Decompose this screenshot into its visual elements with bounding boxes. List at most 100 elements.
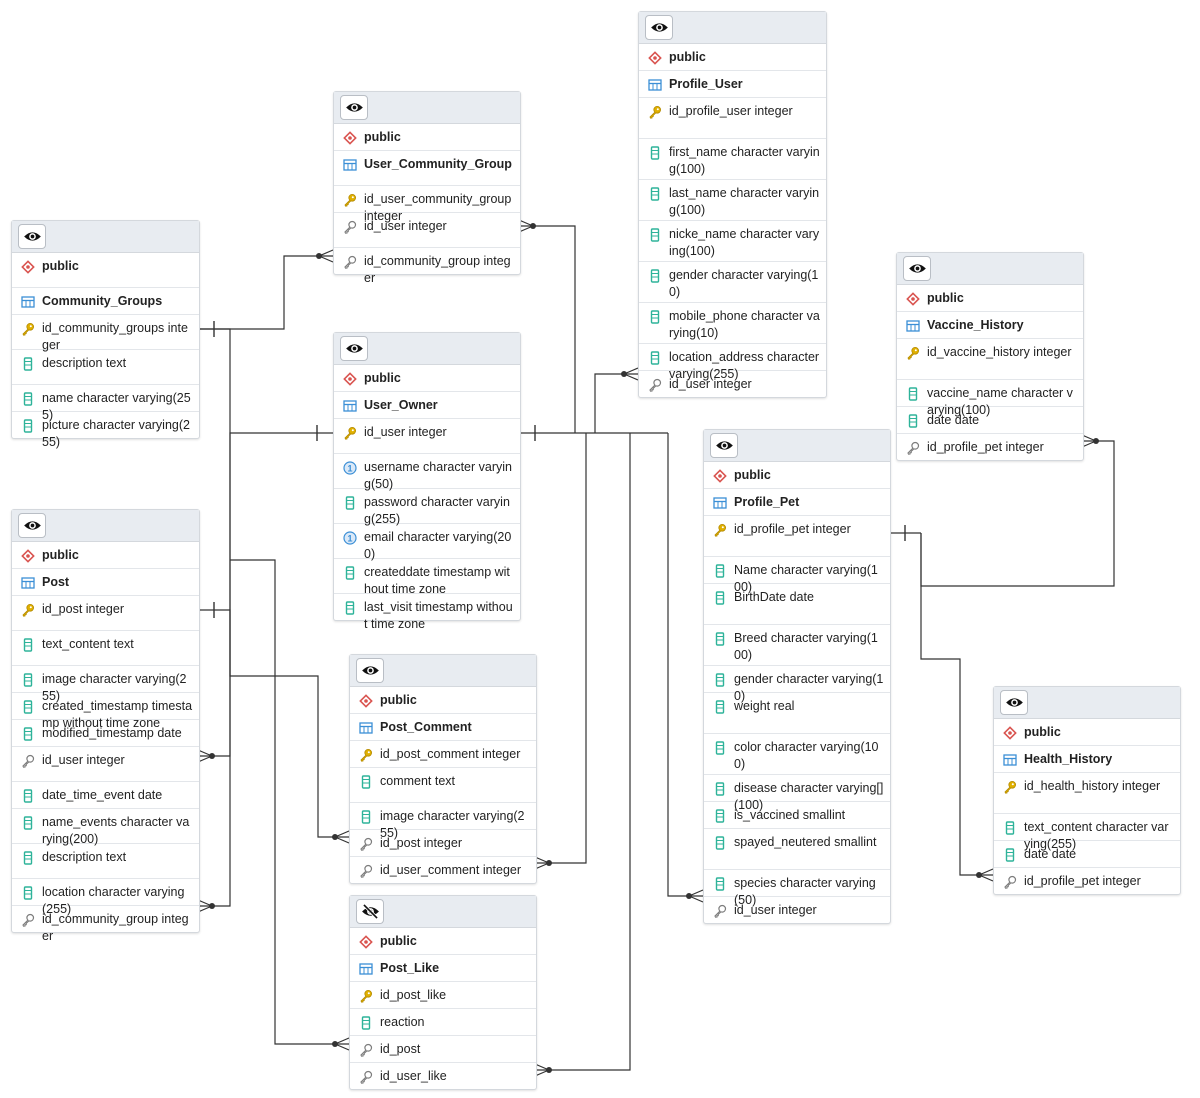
column-row[interactable]: BirthDate date — [704, 584, 890, 625]
eye-icon[interactable] — [18, 224, 46, 249]
table-name[interactable]: Community_Groups — [12, 288, 199, 315]
schema-label[interactable]: public — [334, 124, 520, 151]
column-row[interactable]: first_name character varying(100) — [639, 139, 826, 180]
column-row[interactable]: last_visit timestamp without time zone — [334, 594, 520, 631]
column-row[interactable]: id_community_groups integer — [12, 315, 199, 352]
schema-label[interactable]: public — [994, 719, 1180, 746]
column-row[interactable]: id_user_like — [350, 1063, 536, 1089]
column-row[interactable]: createddate timestamp without time zone — [334, 559, 520, 596]
eye-icon[interactable] — [356, 658, 384, 683]
schema-label[interactable]: public — [897, 285, 1083, 312]
column-row[interactable]: weight real — [704, 693, 890, 734]
schema-label[interactable]: public — [639, 44, 826, 71]
column-row[interactable]: image character varying(255) — [12, 666, 199, 703]
schema-label[interactable]: public — [334, 365, 520, 392]
table-name[interactable]: Post_Like — [350, 955, 536, 982]
column-row[interactable]: date date — [897, 407, 1083, 434]
column-row[interactable]: location_address character varying(255) — [639, 344, 826, 381]
column-row[interactable]: vaccine_name character varying(100) — [897, 380, 1083, 417]
column-row[interactable]: text_content character varying(255) — [994, 814, 1180, 851]
column-row[interactable]: id_profile_pet integer — [994, 868, 1180, 894]
table-name[interactable]: Post — [12, 569, 199, 596]
column-row[interactable]: name character varying(255) — [12, 385, 199, 422]
table-name[interactable]: User_Owner — [334, 392, 520, 419]
column-row[interactable]: Name character varying(100) — [704, 557, 890, 594]
eye-icon[interactable] — [710, 433, 738, 458]
column-row[interactable]: id_community_group integer — [12, 906, 199, 943]
column-row[interactable]: id_user_comment integer — [350, 857, 536, 883]
eye-icon[interactable] — [645, 15, 673, 40]
schema-label[interactable]: public — [704, 462, 890, 489]
column-row[interactable]: created_timestamp timestamp without time… — [12, 693, 199, 730]
column-row[interactable]: date_time_event date — [12, 782, 199, 809]
column-row[interactable]: color character varying(100) — [704, 734, 890, 775]
table-name[interactable]: Profile_Pet — [704, 489, 890, 516]
column-row[interactable]: id_community_group integer — [334, 248, 520, 285]
column-row[interactable]: last_name character varying(100) — [639, 180, 826, 221]
column-row[interactable]: description text — [12, 350, 199, 385]
column-row[interactable]: id_profile_pet integer — [704, 516, 890, 557]
column-row[interactable]: gender character varying(10) — [704, 666, 890, 703]
column-row[interactable]: location character varying(255) — [12, 879, 199, 916]
column-row[interactable]: id_post integer — [12, 596, 199, 631]
eye-icon[interactable] — [340, 336, 368, 361]
table-name[interactable]: Post_Comment — [350, 714, 536, 741]
eye-icon[interactable] — [1000, 690, 1028, 715]
column-row[interactable]: picture character varying(255) — [12, 412, 199, 449]
column-row[interactable]: modified_timestamp date — [12, 720, 199, 747]
column-row[interactable]: gender character varying(10) — [639, 262, 826, 303]
table-name[interactable]: Profile_User — [639, 71, 826, 98]
column-row[interactable]: id_user integer — [704, 897, 890, 923]
column-row[interactable]: id_vaccine_history integer — [897, 339, 1083, 380]
column-row[interactable]: id_user integer — [12, 747, 199, 782]
eye-slash-icon[interactable] — [356, 899, 384, 924]
column-row[interactable]: id_user_community_group integer — [334, 186, 520, 223]
column-row[interactable]: Breed character varying(100) — [704, 625, 890, 666]
column-row[interactable]: description text — [12, 844, 199, 879]
eye-icon[interactable] — [903, 256, 931, 281]
column-row[interactable]: is_vaccined smallint — [704, 802, 890, 829]
eye-icon[interactable] — [18, 513, 46, 538]
column-row[interactable]: password character varying(255) — [334, 489, 520, 526]
column-row[interactable]: id_health_history integer — [994, 773, 1180, 814]
column-row[interactable]: id_post integer — [350, 830, 536, 857]
column-row[interactable]: id_profile_pet integer — [897, 434, 1083, 460]
column-row[interactable]: comment text — [350, 768, 536, 803]
column-row[interactable]: id_user integer — [639, 371, 826, 397]
eye-icon[interactable] — [340, 95, 368, 120]
column-row[interactable]: image character varying(255) — [350, 803, 536, 840]
table-name[interactable]: Health_History — [994, 746, 1180, 773]
schema-label[interactable]: public — [350, 687, 536, 714]
schema-label[interactable]: public — [12, 542, 199, 569]
table-name[interactable]: Vaccine_History — [897, 312, 1083, 339]
schema-label[interactable]: public — [350, 928, 536, 955]
table-name[interactable]: User_Community_Group — [334, 151, 520, 186]
column-row[interactable]: mobile_phone character varying(10) — [639, 303, 826, 344]
schema-label[interactable]: public — [12, 253, 199, 288]
column-row[interactable]: id_user integer — [334, 419, 520, 454]
column-row[interactable]: text_content text — [12, 631, 199, 666]
column-row[interactable]: species character varying(50) — [704, 870, 890, 907]
column-row[interactable]: id_post_comment integer — [350, 741, 536, 768]
column-row[interactable]: nicke_name character varying(100) — [639, 221, 826, 262]
column-row[interactable]: spayed_neutered smallint — [704, 829, 890, 870]
column-row[interactable]: id_post_like — [350, 982, 536, 1009]
column-row[interactable]: id_post — [350, 1036, 536, 1063]
column-row[interactable]: id_profile_user integer — [639, 98, 826, 139]
column-row[interactable]: reaction — [350, 1009, 536, 1036]
column-row[interactable]: id_user integer — [334, 213, 520, 248]
column-row[interactable]: date date — [994, 841, 1180, 868]
column-row[interactable]: disease character varying[](100) — [704, 775, 890, 812]
